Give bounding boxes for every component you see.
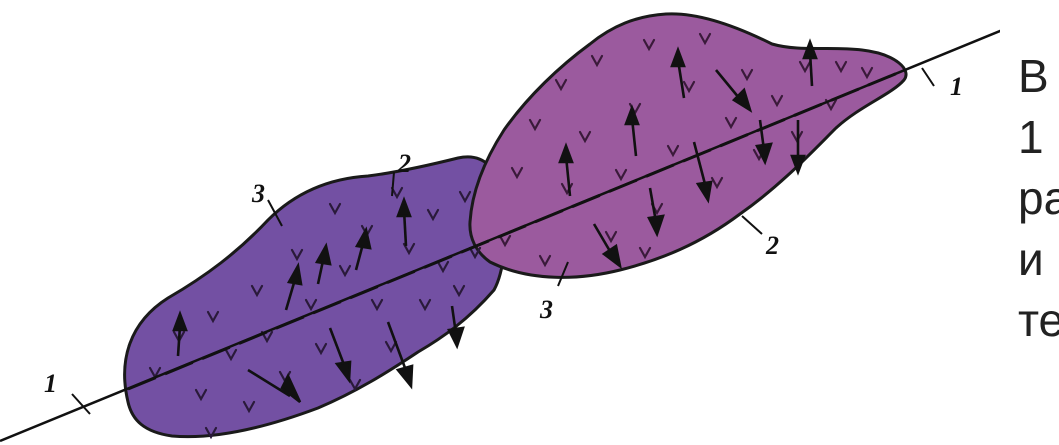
label-right-2: 2 <box>765 231 779 260</box>
right-magma-body <box>470 14 906 278</box>
label-left-3: 3 <box>251 179 265 208</box>
side-text-line-1: B <box>1018 46 1059 107</box>
side-text-column: B 1 ра и те <box>1018 46 1059 351</box>
left-magma-body <box>125 157 505 437</box>
label-line-right: 1 <box>950 72 963 101</box>
side-text-line-5: те <box>1018 290 1059 351</box>
label-right-3: 3 <box>539 295 553 324</box>
label-left-2: 2 <box>397 149 411 178</box>
label-line-left: 1 <box>44 369 57 398</box>
side-text-line-2: 1 <box>1018 107 1059 168</box>
dike-diagram: 1 1 3 2 2 3 <box>0 0 1000 445</box>
side-text-line-3: ра <box>1018 168 1059 229</box>
side-text-line-4: и <box>1018 229 1059 290</box>
